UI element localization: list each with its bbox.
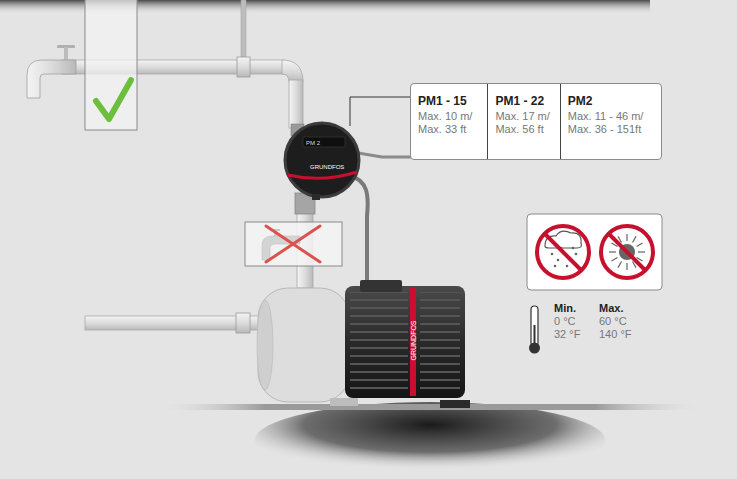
water-pipe-part xyxy=(282,60,303,82)
support-rod-part xyxy=(241,0,246,58)
check-panel-part xyxy=(96,80,131,119)
leader-line xyxy=(350,97,410,126)
pressure-manager-part xyxy=(303,137,345,147)
thermometer-part xyxy=(529,343,540,354)
pressure-manager-part xyxy=(312,194,320,200)
thermometer xyxy=(529,306,540,354)
pressure-manager-part xyxy=(285,123,359,197)
pump-part xyxy=(360,280,402,292)
icon-panel-part-part xyxy=(618,262,622,268)
model-name: PM1 - 15 xyxy=(418,94,481,108)
temp-head: Max. xyxy=(599,302,623,315)
brand-logo: GRUNDFOS xyxy=(310,163,344,171)
icon-panel-part-part xyxy=(566,265,569,268)
pump-shadow xyxy=(155,402,705,478)
check-panel xyxy=(85,0,137,130)
cable xyxy=(350,152,410,284)
icon-panel-part xyxy=(609,234,645,270)
model-name: PM1 - 22 xyxy=(495,94,553,108)
pressure-manager-part xyxy=(288,172,357,178)
pump-part xyxy=(345,286,465,398)
icon-panel-part xyxy=(545,234,581,270)
tap-part xyxy=(64,47,68,60)
icon-panel xyxy=(527,214,662,290)
thermometer-part xyxy=(531,306,538,346)
temp-value: 140 °F xyxy=(599,328,632,341)
pump xyxy=(85,280,470,408)
display-label: PM 2 xyxy=(306,139,320,147)
temp-value: 0 °C xyxy=(554,315,576,328)
pump-part xyxy=(258,288,350,402)
icon-panel-part-part xyxy=(554,265,557,268)
spec-column: PM2Max. 11 - 46 m/ Max. 36 - 151ft xyxy=(560,84,661,159)
max-head: Max. 11 - 46 m/ Max. 36 - 151ft xyxy=(568,110,655,136)
no-tap-panel-part xyxy=(266,226,320,262)
icon-panel-part-part xyxy=(626,234,627,241)
icon-panel-part-part xyxy=(609,251,616,252)
icon-panel-part xyxy=(527,214,662,290)
pump-part xyxy=(330,398,358,406)
check-panel-part xyxy=(85,0,137,130)
icon-panel-part xyxy=(609,234,645,270)
icon-panel-part-part xyxy=(638,251,645,252)
icon-panel-part xyxy=(537,226,589,278)
icon-panel-part-part xyxy=(551,253,554,256)
support-rod xyxy=(241,0,246,58)
tap-part xyxy=(27,60,76,98)
icon-panel-part-part xyxy=(611,258,617,262)
cable-part xyxy=(352,152,410,157)
brand-logo: GRUNDFOS xyxy=(409,320,418,360)
pump-part xyxy=(257,300,273,390)
no-tap-panel xyxy=(245,222,342,266)
spec-column: PM1 - 22 Max. 17 m/ Max. 56 ft xyxy=(487,84,559,159)
icon-panel-part xyxy=(601,226,653,278)
spec-box: PM1 - 15 Max. 10 m/ Max. 33 ft PM1 - 22 Max… xyxy=(410,83,662,160)
temp-head: Min. xyxy=(554,302,576,315)
pump-part xyxy=(236,313,250,333)
temp-value: 32 °F xyxy=(554,328,580,341)
icon-panel-part-part xyxy=(637,243,643,247)
temp-value: 60 °C xyxy=(599,315,627,328)
icon-panel-part-part xyxy=(633,236,637,242)
pump-part xyxy=(85,316,260,330)
spec-column: PM1 - 15 Max. 10 m/ Max. 33 ft xyxy=(411,84,487,159)
tap xyxy=(27,45,76,98)
pressure-manager xyxy=(285,123,359,200)
model-name: PM2 xyxy=(568,94,655,108)
no-tap-panel-part xyxy=(245,222,342,266)
no-tap-panel-part xyxy=(266,226,320,262)
max-head: Max. 17 m/ Max. 56 ft xyxy=(495,110,553,136)
icon-panel-part-part xyxy=(557,259,560,262)
pump-shadow-part xyxy=(255,402,605,478)
cable-part xyxy=(350,176,368,284)
water-pipe-part xyxy=(289,80,303,128)
icon-panel-part-part xyxy=(626,263,627,270)
no-tap-panel-part xyxy=(262,236,300,260)
water-pipe-part xyxy=(237,57,250,77)
icon-panel-part-part xyxy=(572,247,575,250)
thermometer-part xyxy=(534,325,536,345)
pump-part xyxy=(420,292,460,392)
leader-line-part xyxy=(350,97,410,126)
pump-part xyxy=(440,400,470,408)
pump-part xyxy=(350,292,408,392)
icon-panel-part-part xyxy=(575,253,578,256)
max-head: Max. 10 m/ Max. 33 ft xyxy=(418,110,481,136)
pump-shadow-part xyxy=(155,404,705,410)
